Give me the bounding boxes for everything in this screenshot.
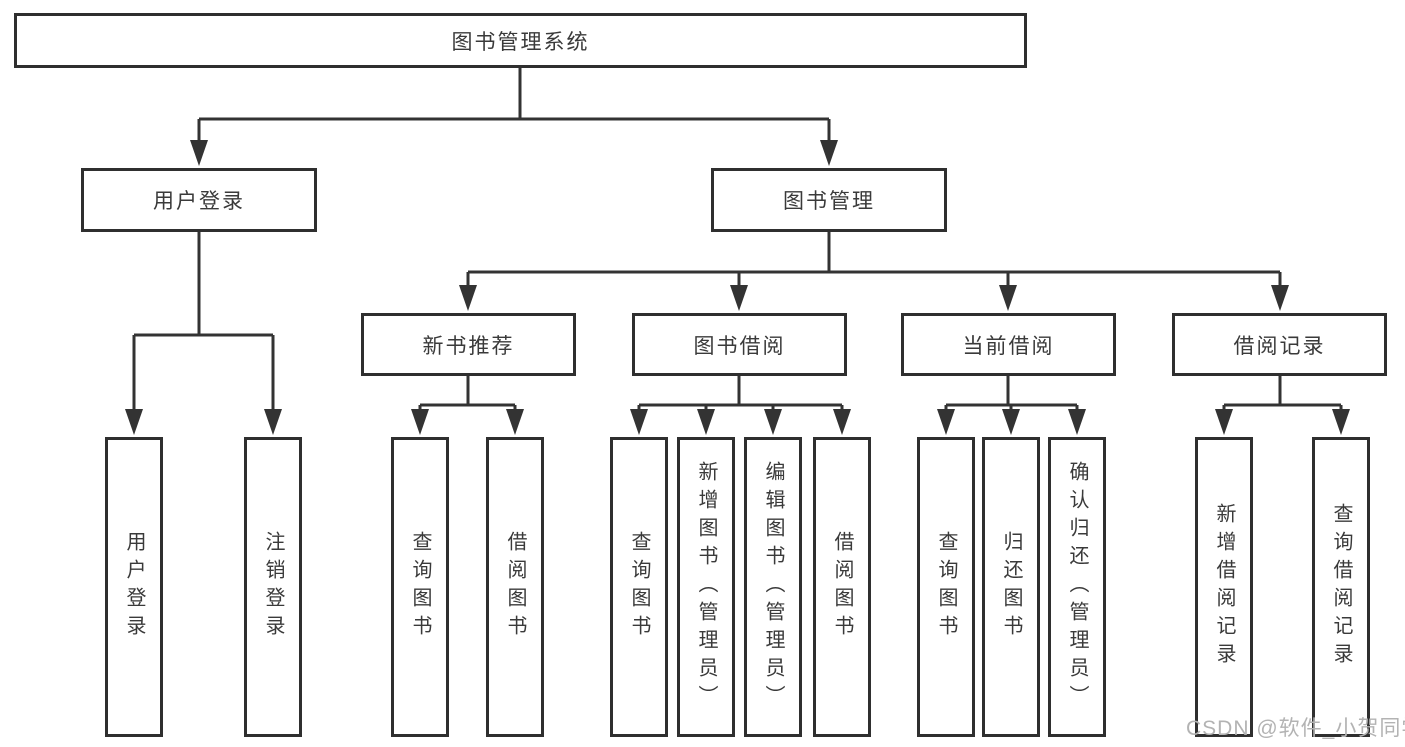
leaf-edit-book-admin: 编辑图书（管理员） [744, 437, 802, 737]
node-book-borrow: 图书借阅 [632, 313, 847, 376]
leaf-query-books-borrow: 查询图书 [610, 437, 668, 737]
leaf-return-book: 归还图书 [982, 437, 1040, 737]
node-current-borrow: 当前借阅 [901, 313, 1116, 376]
node-borrow-records: 借阅记录 [1172, 313, 1387, 376]
leaf-logout: 注销登录 [244, 437, 302, 737]
node-new-book-recommend: 新书推荐 [361, 313, 576, 376]
leaf-user-login: 用户登录 [105, 437, 163, 737]
leaf-query-borrow-record: 查询借阅记录 [1312, 437, 1370, 737]
leaf-query-books-current: 查询图书 [917, 437, 975, 737]
node-book-management: 图书管理 [711, 168, 947, 232]
leaf-borrow-books: 借阅图书 [813, 437, 871, 737]
node-user-login: 用户登录 [81, 168, 317, 232]
csdn-watermark: CSDN @软件_小贺同学 [1186, 717, 1405, 740]
leaf-borrow-books-recommend: 借阅图书 [486, 437, 544, 737]
node-root-library-system: 图书管理系统 [14, 13, 1027, 68]
leaf-query-books-recommend: 查询图书 [391, 437, 449, 737]
arrowheads [125, 140, 1350, 435]
leaf-add-book-admin: 新增图书（管理员） [677, 437, 735, 737]
leaf-confirm-return-admin: 确认归还（管理员） [1048, 437, 1106, 737]
leaf-add-borrow-record: 新增借阅记录 [1195, 437, 1253, 737]
